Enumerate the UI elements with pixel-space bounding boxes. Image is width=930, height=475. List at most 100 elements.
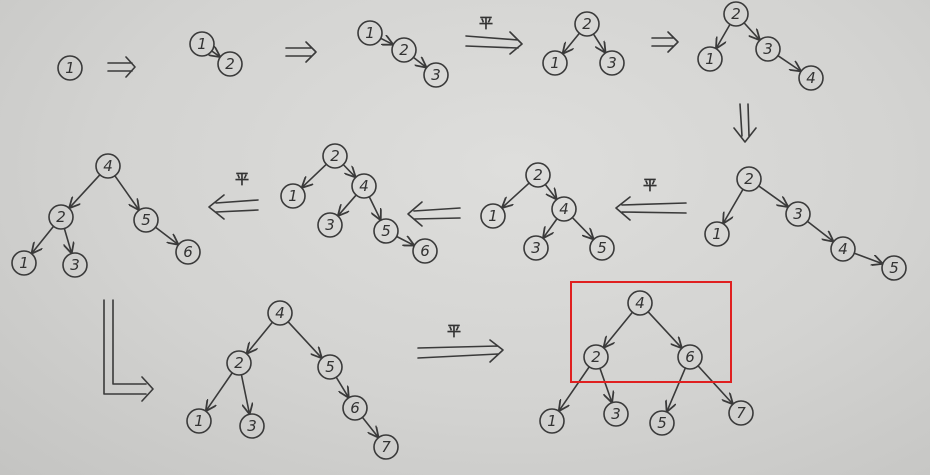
tree-node: 1 xyxy=(697,46,723,72)
node-label: 3 xyxy=(611,405,621,423)
tree-node: 5 xyxy=(649,410,675,436)
tree-node: 4 xyxy=(267,300,293,326)
node-circle xyxy=(217,51,243,77)
node-circle xyxy=(736,166,762,192)
node-circle xyxy=(830,236,856,262)
tree-edge-arrow xyxy=(503,182,530,207)
tree-edge-arrow xyxy=(412,57,425,67)
tree-edge-arrow xyxy=(154,226,178,244)
node-circle xyxy=(583,344,609,370)
tree-edge-arrow xyxy=(342,163,355,177)
tree-edge-arrow xyxy=(571,216,593,239)
node-circle xyxy=(798,65,824,91)
node-circle xyxy=(317,212,343,238)
tree-edge-arrow xyxy=(777,54,800,71)
node-circle xyxy=(186,408,212,434)
tree-edge-arrow xyxy=(240,373,249,414)
tree-node: 5 xyxy=(881,255,907,281)
tree-node: 3 xyxy=(599,50,625,76)
tree-node: 1 xyxy=(189,31,215,57)
node-circle xyxy=(723,1,749,27)
tree-edge-arrow xyxy=(757,185,788,206)
tree-edge-arrow xyxy=(247,321,274,353)
tree-node: 2 xyxy=(48,204,74,230)
node-label: 4 xyxy=(838,240,848,258)
node-circle xyxy=(342,395,368,421)
tree-edge-arrow xyxy=(806,220,832,241)
tree-node: 5 xyxy=(589,235,615,261)
tree-edge-arrow xyxy=(335,376,348,397)
tree-node: 2 xyxy=(736,166,762,192)
tree-edge-arrow xyxy=(724,188,744,222)
tree-node: 3 xyxy=(603,401,629,427)
node-label: 1 xyxy=(19,254,29,272)
tree-edge-arrow xyxy=(32,225,55,253)
node-circle xyxy=(48,204,74,230)
tree-node: 3 xyxy=(239,413,265,439)
tree-node: 1 xyxy=(57,55,83,81)
node-label: 2 xyxy=(744,170,754,188)
node-circle xyxy=(697,46,723,72)
tree-edge-arrow xyxy=(667,367,687,411)
tree-edge-arrow xyxy=(563,32,581,53)
node-circle xyxy=(351,173,377,199)
implies-arrow-2 xyxy=(285,41,317,63)
node-label: 5 xyxy=(141,211,151,229)
tree-node: 2 xyxy=(723,1,749,27)
tree-edge-arrow xyxy=(379,38,393,44)
node-label: 1 xyxy=(65,59,75,77)
node-circle xyxy=(525,162,551,188)
node-label: 1 xyxy=(288,187,298,205)
tree-node: 4 xyxy=(627,290,653,316)
tree-edge-arrow xyxy=(743,22,759,40)
tree-node: 2 xyxy=(574,11,600,37)
tree-node: 1 xyxy=(480,203,506,229)
node-label: 7 xyxy=(736,404,746,422)
tree-edge-arrow xyxy=(544,183,556,199)
node-circle xyxy=(11,250,37,276)
node-label: 7 xyxy=(381,438,391,456)
tree-node: 2 xyxy=(583,344,609,370)
tree-edge-arrow xyxy=(70,174,101,208)
tree-edge-arrow xyxy=(592,33,605,52)
node-circle xyxy=(603,401,629,427)
node-circle xyxy=(317,354,343,380)
node-circle xyxy=(551,196,577,222)
node-circle xyxy=(357,20,383,46)
balance-arrow-2: 平 xyxy=(615,178,687,221)
node-circle xyxy=(589,235,615,261)
node-circle xyxy=(95,153,121,179)
node-circle xyxy=(57,55,83,81)
tree-node: 5 xyxy=(133,207,159,233)
tree-node: 2 xyxy=(322,143,348,169)
tree-edge-arrow xyxy=(287,321,321,358)
node-label: 2 xyxy=(591,348,601,366)
node-circle xyxy=(412,238,438,264)
tree-edge-arrow xyxy=(302,163,328,187)
tree-node: 3 xyxy=(317,212,343,238)
node-circle xyxy=(539,408,565,434)
node-circle xyxy=(373,218,399,244)
balance-arrow-1: 平 xyxy=(465,16,523,55)
tree-edge-arrow xyxy=(853,252,882,263)
node-circle xyxy=(267,300,293,326)
tree-node: 3 xyxy=(423,62,449,88)
node-label: 3 xyxy=(793,205,803,223)
tree-node: 7 xyxy=(728,400,754,426)
tree-node: 4 xyxy=(351,173,377,199)
tree-edge-arrow xyxy=(559,366,591,410)
node-label: 3 xyxy=(531,239,541,257)
tree-edge-arrow xyxy=(212,51,220,56)
tree-node: 2 xyxy=(525,162,551,188)
node-circle xyxy=(189,31,215,57)
tree-edge-arrow xyxy=(717,23,731,47)
balance-arrow-3: 平 xyxy=(208,172,259,220)
tree-edge-arrow xyxy=(206,372,233,410)
tree-node: 3 xyxy=(785,201,811,227)
node-label: 1 xyxy=(488,207,498,225)
tree-node: 4 xyxy=(95,153,121,179)
tree-edge-arrow xyxy=(544,217,558,238)
node-circle xyxy=(704,221,730,247)
